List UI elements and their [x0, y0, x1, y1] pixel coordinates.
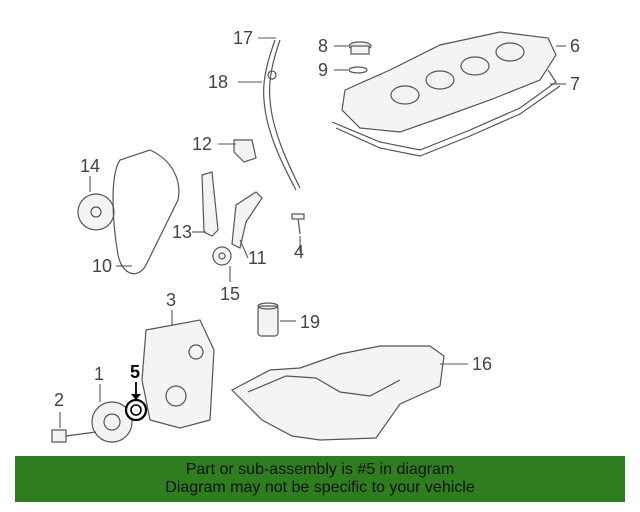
- banner-line-1: Part or sub-assembly is #5 in diagram: [185, 461, 455, 478]
- tensioner: [212, 246, 232, 266]
- callout-18: 18: [208, 72, 228, 92]
- callout-9: 9: [318, 60, 328, 80]
- callout-6: 6: [570, 36, 580, 56]
- oil-cap: [348, 41, 372, 55]
- pulley-bolt: [51, 429, 97, 443]
- callout-1: 1: [94, 364, 104, 384]
- callout-19: 19: [300, 312, 320, 332]
- timing-chain: [112, 149, 180, 275]
- callout-14: 14: [80, 156, 100, 176]
- callout-12: 12: [192, 134, 212, 154]
- parts-diagram: 17 18 8 9 6 7 12 14 13 4 11 10 15 3 19 1…: [51, 28, 580, 443]
- cap-seal: [348, 66, 368, 74]
- callout-4: 4: [294, 242, 304, 262]
- valve-cover-gasket: [331, 69, 561, 157]
- front-seal: [124, 398, 148, 422]
- sprocket: [77, 193, 115, 231]
- callout-17: 17: [233, 28, 253, 48]
- banner-line-2: Diagram may not be specific to your vehi…: [165, 479, 475, 496]
- oil-filter: [257, 302, 279, 337]
- callout-2: 2: [54, 390, 64, 410]
- callout-8: 8: [318, 36, 328, 56]
- timing-cover: [141, 319, 215, 429]
- bracket: [233, 139, 257, 163]
- callout-11: 11: [248, 248, 267, 268]
- oil-pan: [230, 345, 445, 441]
- callout-10: 10: [92, 256, 112, 276]
- bolt-4: [291, 213, 305, 235]
- callout-16: 16: [472, 354, 492, 374]
- callout-5: 5: [130, 362, 140, 382]
- chain-guide: [201, 171, 219, 237]
- dipstick-tube: [263, 39, 301, 191]
- callout-7: 7: [570, 74, 580, 94]
- callout-3: 3: [166, 290, 176, 310]
- callout-15: 15: [220, 284, 240, 304]
- valve-cover: [341, 31, 557, 133]
- crank-pulley: [91, 401, 133, 443]
- tensioner-arm: [231, 191, 263, 249]
- callout-13: 13: [172, 222, 192, 242]
- info-banner: Part or sub-assembly is #5 in diagram Di…: [15, 456, 625, 502]
